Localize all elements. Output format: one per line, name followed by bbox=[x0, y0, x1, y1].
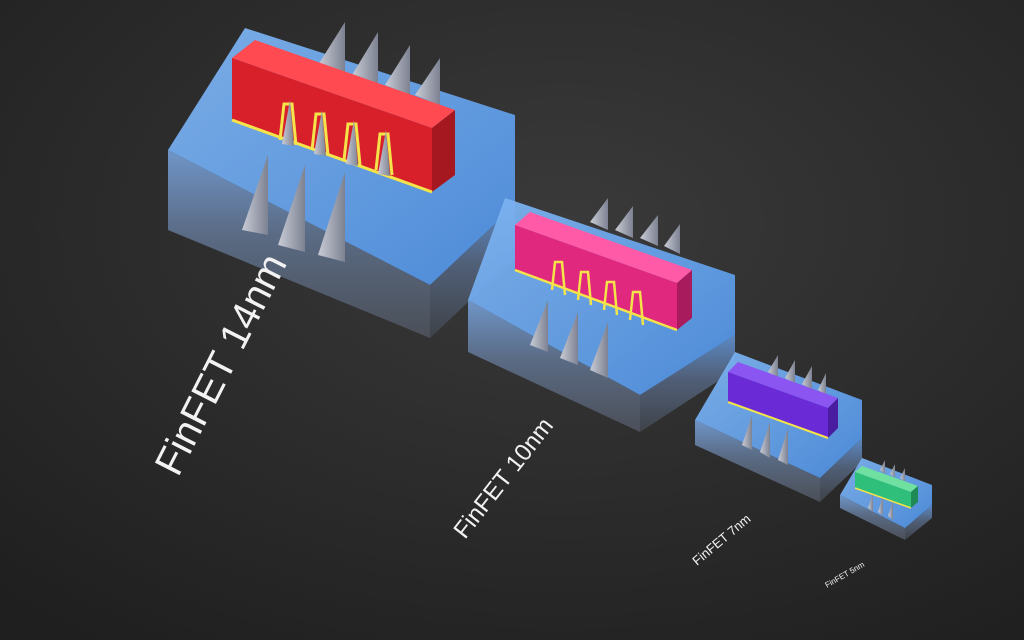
gate-top bbox=[728, 362, 838, 408]
fins bbox=[868, 460, 905, 520]
fins bbox=[530, 198, 680, 378]
gate-front bbox=[855, 472, 911, 508]
substrate-right-face bbox=[820, 438, 862, 502]
fins bbox=[242, 22, 440, 262]
finfet-14nm-block bbox=[168, 22, 515, 338]
gate-top bbox=[232, 40, 455, 128]
gate bbox=[727, 362, 838, 439]
gate-side bbox=[828, 398, 838, 438]
gate-front bbox=[728, 372, 828, 438]
gate bbox=[231, 40, 455, 194]
gate-side bbox=[432, 110, 455, 192]
substrate-left-face bbox=[468, 300, 640, 432]
gate-side bbox=[677, 270, 692, 330]
fins bbox=[742, 355, 826, 465]
gate-top bbox=[515, 212, 692, 283]
gate-top bbox=[855, 466, 918, 492]
finfet-5nm-block bbox=[840, 458, 932, 540]
finfet-10nm-block bbox=[468, 198, 735, 432]
gate-side bbox=[911, 486, 918, 508]
gate bbox=[514, 212, 692, 332]
substrate-left-face bbox=[840, 495, 905, 540]
substrate-left-face bbox=[695, 420, 820, 502]
gate-front bbox=[515, 225, 677, 330]
substrate-right-face bbox=[640, 335, 735, 432]
finfet-7nm-block bbox=[695, 352, 862, 502]
substrate-right-face bbox=[905, 505, 932, 540]
gate bbox=[854, 466, 918, 509]
